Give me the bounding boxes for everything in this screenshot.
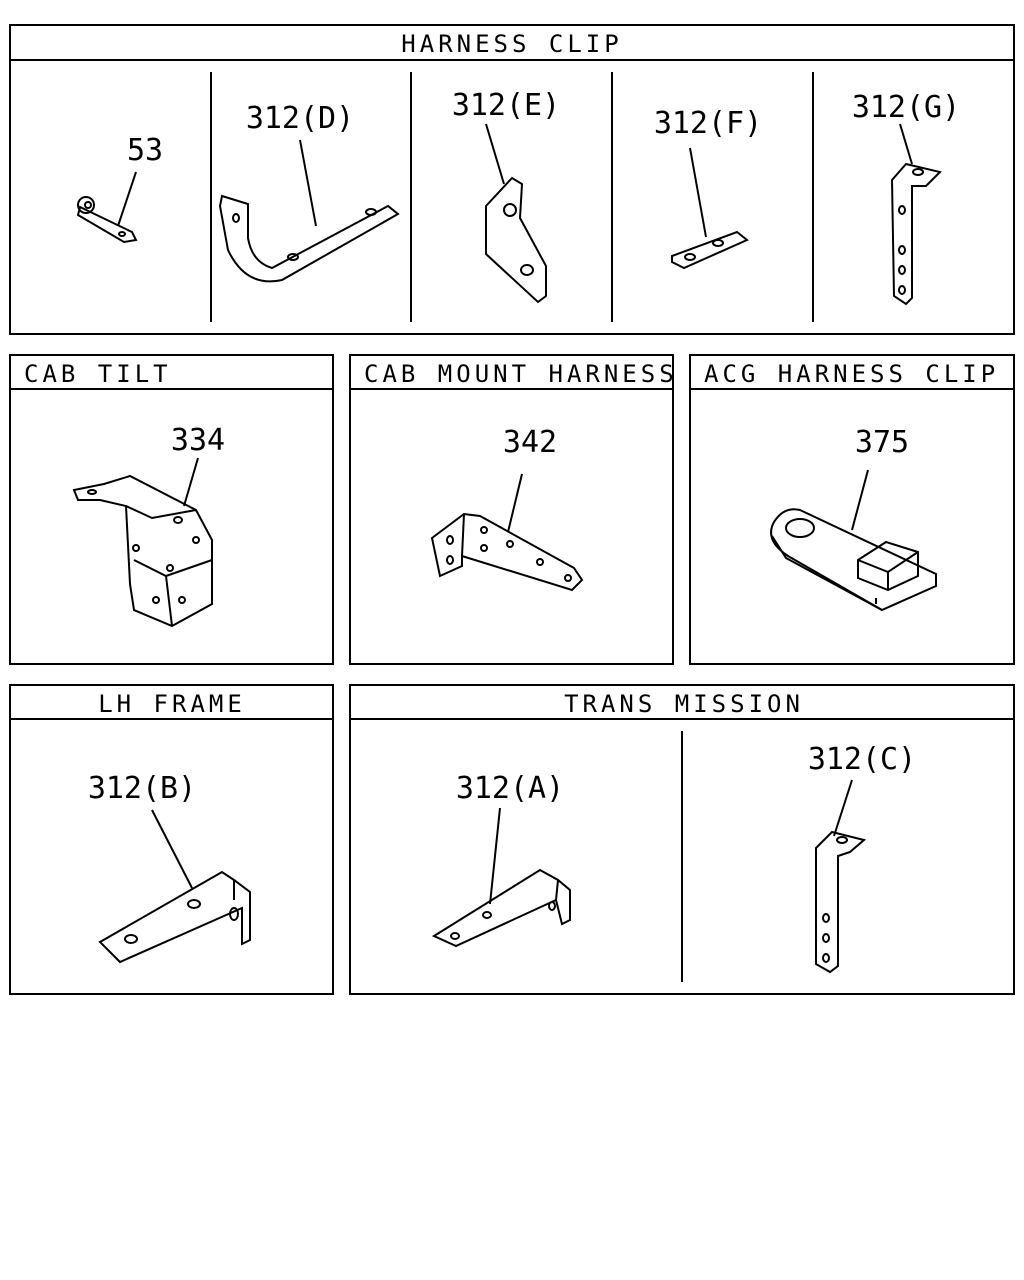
clip-53-drawing (76, 171, 138, 244)
bracket-312b-drawing (98, 809, 251, 964)
part-number-label: 312(E) (452, 88, 560, 123)
part-number-label: 53 (127, 133, 163, 168)
part-number-label: 375 (855, 425, 909, 460)
part-number-label: 312(B) (88, 771, 196, 806)
panel-frame (9, 24, 1015, 335)
cab-tilt-panel (9, 354, 334, 665)
clip-375-drawing (770, 469, 937, 612)
acg-harness-clip-title: ACG HARNESS CLIP (704, 360, 999, 388)
lh-frame-panel (9, 684, 334, 995)
bracket-334-drawing (72, 457, 213, 628)
panel-frame (9, 354, 334, 665)
part-number-label: 334 (171, 423, 225, 458)
bracket-312c-drawing (815, 779, 867, 974)
part-number-label: 312(C) (808, 742, 916, 777)
bracket-312e-drawing (485, 123, 547, 304)
cab-mount-harness-title: CAB MOUNT HARNESS (364, 360, 678, 388)
panel-frame (689, 354, 1015, 665)
panel-frame (349, 354, 674, 665)
bracket-342-drawing (430, 473, 584, 592)
bracket-312a-drawing (431, 807, 571, 948)
harness-clip-panel (9, 24, 1015, 335)
cab-tilt-title: CAB TILT (24, 360, 172, 388)
harness-clip-title: HARNESS CLIP (401, 30, 622, 58)
bracket-312g-drawing (890, 123, 942, 306)
plate-312f-drawing (671, 147, 749, 270)
part-number-label: 312(A) (456, 771, 564, 806)
part-number-label: 312(G) (852, 90, 960, 125)
part-number-label: 312(F) (654, 106, 762, 141)
lh-frame-title: LH FRAME (98, 690, 246, 718)
trans-mission-title: TRANS MISSION (564, 690, 804, 718)
bracket-312d-drawing (218, 139, 400, 283)
panel-frame (9, 684, 334, 995)
part-number-label: 342 (503, 425, 557, 460)
acg-harness-clip-panel (689, 354, 1015, 665)
trans-mission-panel (349, 684, 1015, 995)
cab-mount-harness-panel (349, 354, 674, 665)
panel-frame (349, 684, 1015, 995)
part-number-label: 312(D) (246, 101, 354, 136)
